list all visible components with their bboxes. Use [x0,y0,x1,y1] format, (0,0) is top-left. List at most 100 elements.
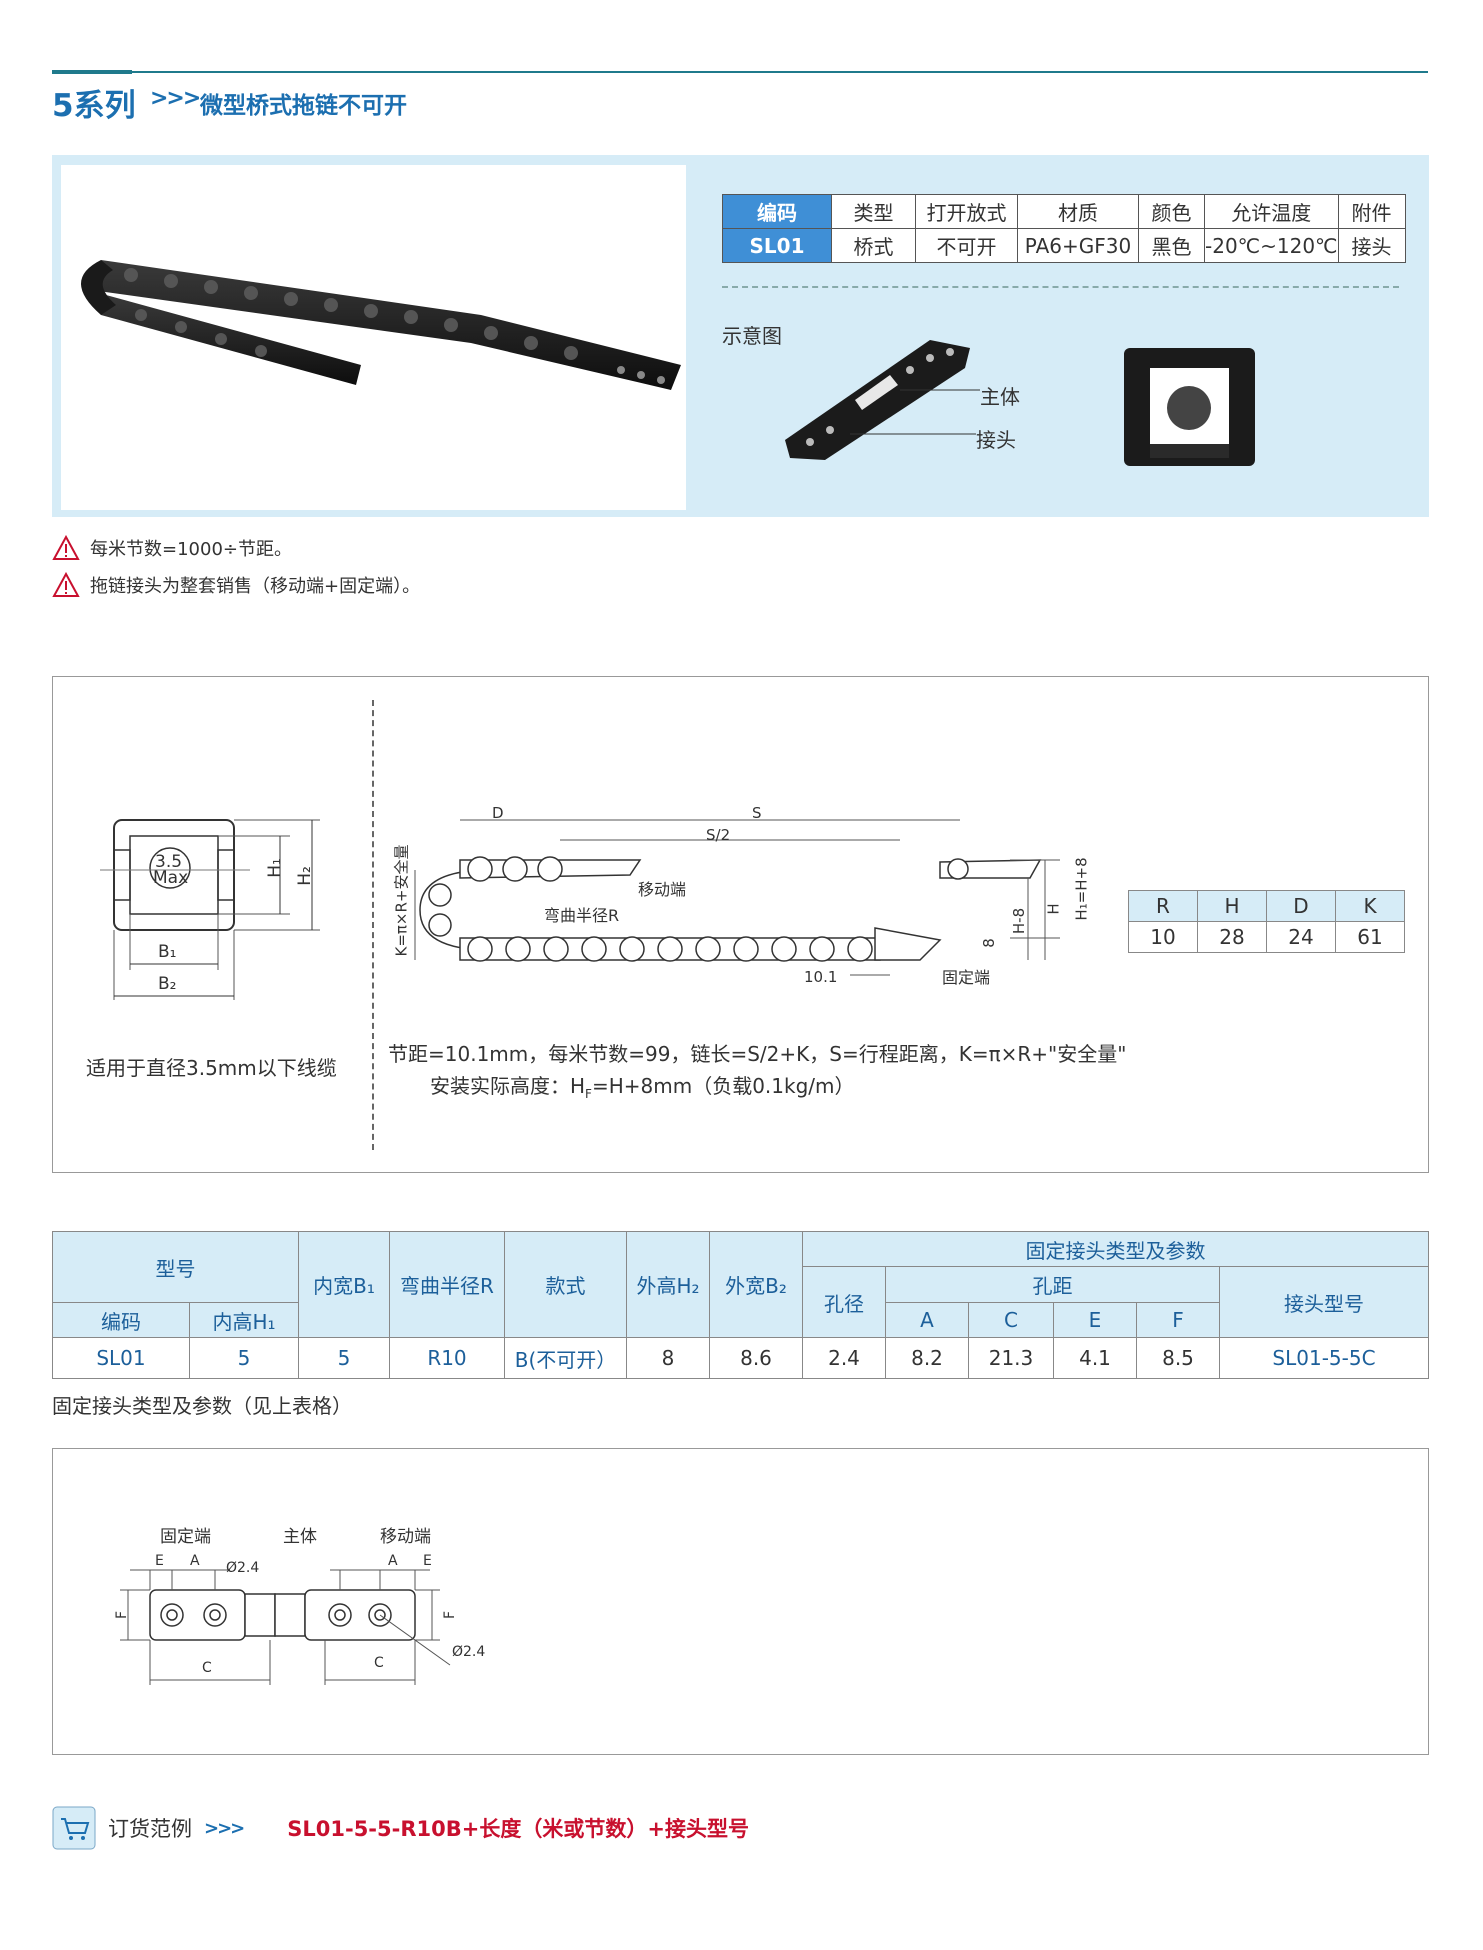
joint-f-right: F [442,1610,459,1620]
formula-line-1: 节距=10.1mm，每米节数=99，链长=S/2+K，S=行程距离，K=π×R+… [388,1042,1127,1066]
order-code: SL01-5-5-R10B+长度（米或节数）+接头型号 [287,1817,749,1841]
ptab-header-row-2: 孔径 孔距 接头型号 [53,1266,1429,1338]
ptab-hole-dia-header: 孔径 [802,1266,886,1338]
joint-caption: 固定接头类型及参数（见上表格） [52,1394,352,1418]
dim-d: D [492,804,504,822]
chevrons-icon: >>> [150,86,201,111]
rhdk-d-value: 24 [1266,921,1336,953]
joint-e-right: E [423,1553,432,1569]
ptab-outer-w-header: 外宽B₂ [709,1231,803,1338]
rhdk-h-value: 28 [1197,921,1267,953]
joint-c-right: C [374,1655,384,1671]
cross-section-render [1124,348,1255,466]
rhdk-r: R [1128,890,1198,922]
spec-temp: -20℃~120℃ [1204,228,1339,263]
note-1: 每米节数=1000÷节距。 [52,535,292,561]
formula-line-2b: F [585,1087,592,1101]
joint-body-label: 主体 [283,1527,317,1547]
ptab-outer-w: 8.6 [709,1337,803,1379]
rhdk-value-row: 10 28 24 61 [1128,921,1405,953]
rhdk-header-row: R H D K [1128,890,1405,922]
rhdk-r-value: 10 [1128,921,1198,953]
header-rule [52,71,1428,73]
formula-line-2: 安装实际高度：HF=H+8mm（负载0.1kg/m） [430,1070,855,1101]
ptab-a-header: A [885,1302,969,1338]
dim-s-half: S/2 [706,826,731,844]
ptab-joint-model: SL01-5-5C [1219,1337,1429,1379]
rhdk-k: K [1335,890,1405,922]
dashed-divider [722,286,1399,288]
chain-layout-drawing [414,819,1060,976]
joint-dia-top: Ø2.4 [226,1560,260,1576]
ptab-radius: R10 [389,1337,505,1379]
joint-a-left: A [190,1553,200,1569]
rhdk-table: R H D K 10 28 24 61 [1128,890,1405,953]
ptab-e-header: E [1053,1302,1137,1338]
product-photo-frame [61,165,686,510]
joint-moving-label: 移动端 [380,1527,431,1547]
dim-hf: H₁=H+8 [1072,857,1091,921]
spec-open: 不可开 [915,228,1018,263]
cart-icon [52,1806,96,1850]
spec-header-type: 类型 [831,194,916,229]
drag-chain-photo [81,260,681,390]
ptab-inner-h: 5 [189,1337,299,1379]
bend-radius-label: 弯曲半径R [544,906,620,925]
ptab-style-header: 款式 [504,1231,627,1338]
joint-a-right: A [388,1553,398,1569]
joint-label: 接头 [976,428,1016,452]
ptab-a: 8.2 [885,1337,969,1379]
ptab-hole-dia: 2.4 [802,1337,886,1379]
formula-line-2c: =H+8mm（负载0.1kg/m） [591,1074,855,1098]
cable-note: 适用于直径3.5mm以下线缆 [86,1056,337,1080]
dim-h: H [1044,903,1063,915]
rhdk-d: D [1266,890,1336,922]
table-row: SL01 5 5 R10 B(不可开） 8 8.6 2.4 8.2 21.3 4… [52,1337,1429,1379]
pitch-label: 10.1 [804,968,838,986]
spec-header-temp: 允许温度 [1204,194,1339,229]
order-example: 订货范例 >>> SL01-5-5-R10B+长度（米或节数）+接头型号 [52,1806,749,1850]
spec-header-row: 编码 类型 打开放式 材质 颜色 允许温度 附件 [722,194,1406,229]
warning-icon [52,572,80,597]
ptab-inner-w: 5 [298,1337,390,1379]
moving-end-label: 移动端 [638,880,687,899]
ptab-style: B(不可开） [504,1337,627,1379]
dim-h-minus-8: H-8 [1010,907,1029,935]
rhdk-h: H [1197,890,1267,922]
ptab-c: 21.3 [968,1337,1054,1379]
b2-label: B₂ [158,974,177,994]
ptab-radius-header: 弯曲半径R [389,1231,505,1338]
spec-code: SL01 [722,228,832,263]
ptab-f: 8.5 [1136,1337,1220,1379]
ptab-c-header: C [968,1302,1054,1338]
ptab-header-row-3: 编码 内高H₁ A C E F [52,1302,1429,1338]
fixed-end-label: 固定端 [942,968,991,987]
h2-label: H₂ [294,866,315,886]
k-formula-label: K=π×R+安全量 [392,844,411,957]
note-1-text: 每米节数=1000÷节距。 [90,539,292,560]
spec-value-row: SL01 桥式 不可开 PA6+GF30 黑色 -20℃~120℃ 接头 [722,228,1406,263]
formula-line-2a: 安装实际高度：H [430,1074,586,1098]
ptab-inner-h-header: 内高H₁ [189,1302,299,1338]
spec-header-code: 编码 [722,194,832,229]
ptab-outer-h: 8 [626,1337,710,1379]
body-label: 主体 [980,385,1020,409]
note-2-text: 拖链接头为整套销售（移动端+固定端）。 [90,576,421,597]
b1-label: B₁ [158,942,177,962]
joint-f-left: F [114,1610,131,1620]
ptab-joint-model-header: 接头型号 [1219,1266,1429,1338]
ptab-fixed-header: 固定接头类型及参数 [802,1231,1429,1267]
spec-header-material: 材质 [1017,194,1139,229]
ptab-outer-h-header: 外高H₂ [626,1231,710,1338]
product-title: 微型桥式拖链不可开 [200,93,407,119]
rhdk-k-value: 61 [1335,921,1405,953]
note-2: 拖链接头为整套销售（移动端+固定端）。 [52,572,420,598]
joint-fixed-label: 固定端 [160,1527,211,1547]
ptab-code: SL01 [52,1337,190,1379]
joint-dia-bottom: Ø2.4 [452,1644,486,1660]
dim-s: S [752,804,762,822]
spec-table: 编码 类型 打开放式 材质 颜色 允许温度 附件 SL01 桥式 不可开 PA6… [722,194,1406,263]
spec-header-accessory: 附件 [1337,194,1406,229]
spec-material: PA6+GF30 [1017,228,1139,263]
order-chevrons-icon: >>> [204,1817,245,1839]
